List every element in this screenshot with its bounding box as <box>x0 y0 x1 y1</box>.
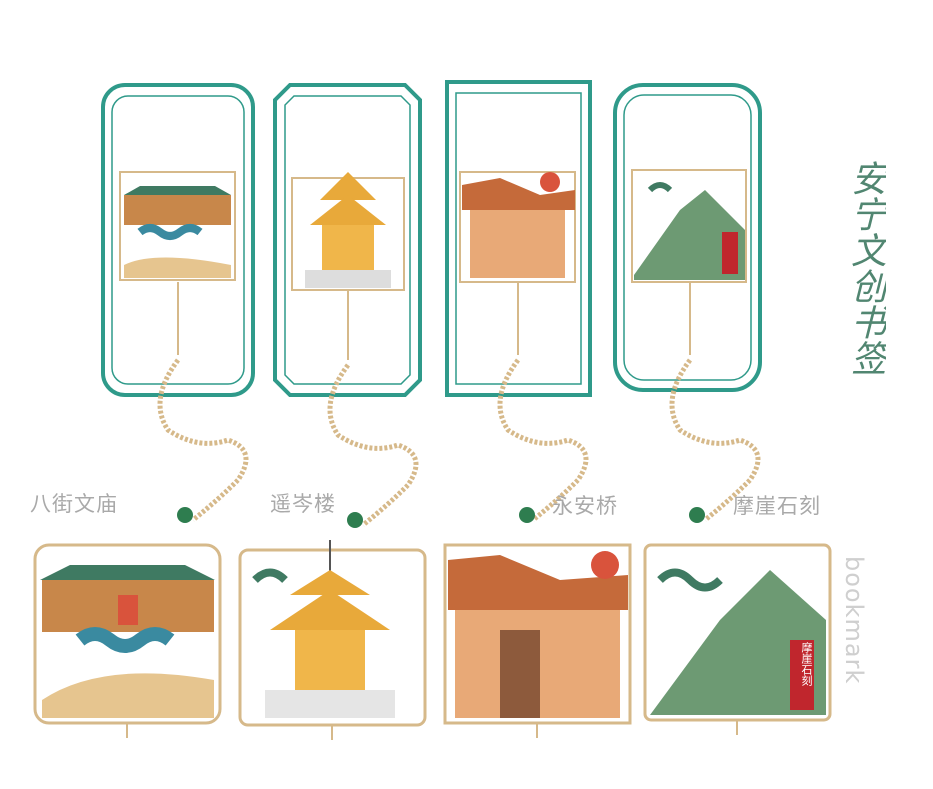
mini-tower <box>291 172 405 291</box>
label-cliff-carving: 摩崖石刻 <box>733 494 821 518</box>
chains <box>157 282 761 527</box>
bookmark-frame-3 <box>445 80 592 397</box>
bottom-stems <box>126 720 738 740</box>
label-yongan-bridge: 永安桥 <box>552 494 618 518</box>
large-cliff <box>643 543 832 722</box>
cliff-stamp: 摩崖石刻 <box>800 642 813 686</box>
large-temple <box>33 543 222 725</box>
knot-1 <box>177 507 193 523</box>
knot-3 <box>519 507 535 523</box>
label-yaocen-tower: 遥岑楼 <box>270 492 336 516</box>
bookmark-frame-4 <box>613 83 762 392</box>
mini-cliff <box>631 169 747 283</box>
mini-temple <box>119 171 236 281</box>
large-tower <box>238 540 427 727</box>
mini-bridge <box>459 171 576 283</box>
title-calligraphy: 安宁文创书签 <box>845 160 886 376</box>
label-bajie-temple: 八街文庙 <box>30 492 118 516</box>
knot-4 <box>689 507 705 523</box>
side-label-bookmark: bookmark <box>840 556 868 685</box>
bookmark-frame-2 <box>273 83 422 397</box>
bookmark-frame-1 <box>101 83 255 397</box>
large-bridge <box>443 543 632 725</box>
knot-2 <box>347 512 363 528</box>
